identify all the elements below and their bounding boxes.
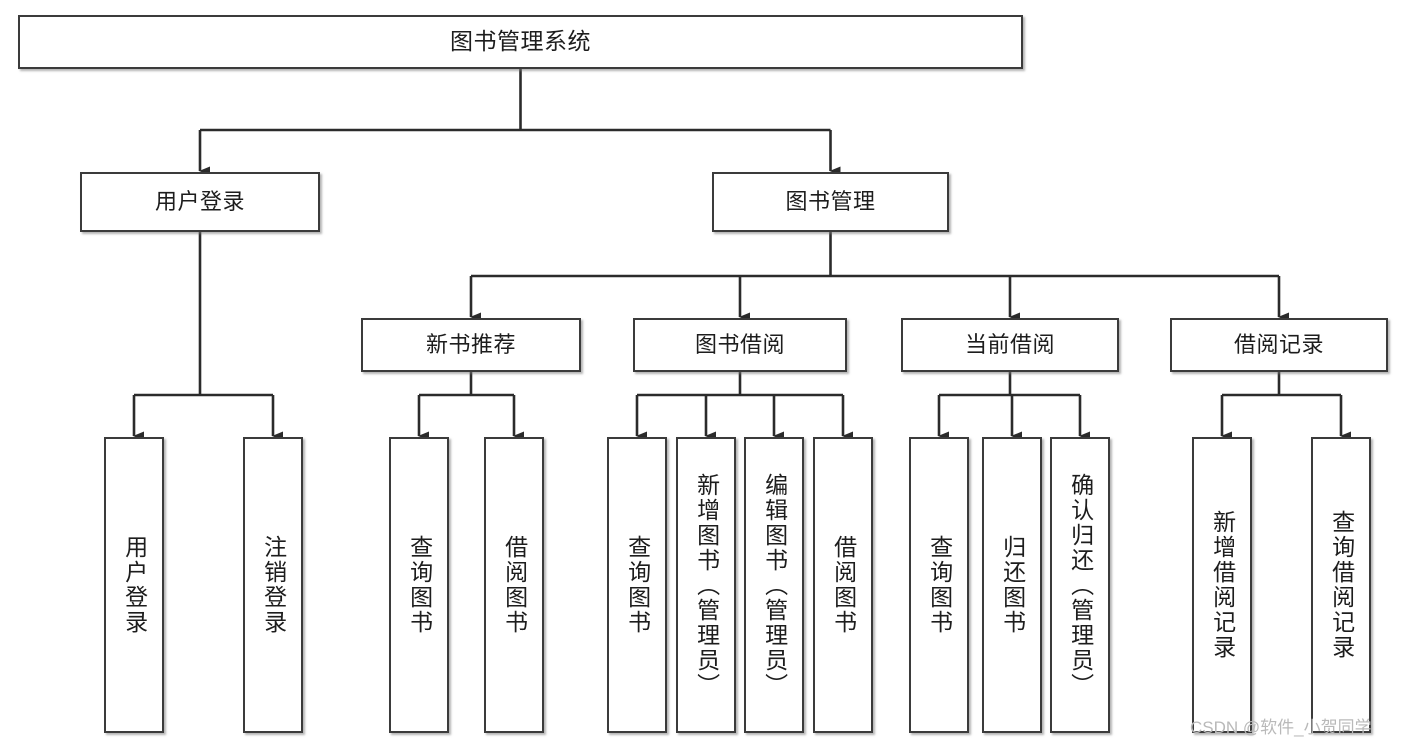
node-label: 借阅记录	[1233, 332, 1324, 358]
csdn-watermark: CSDN @软件_小贺同学	[1190, 718, 1372, 737]
node-leaf-query-record[interactable]: 查询借阅记录	[1311, 437, 1371, 733]
node-label: 当前借阅	[964, 332, 1055, 358]
node-new-book-recommend[interactable]: 新书推荐	[361, 318, 581, 372]
node-label: 借阅图书	[501, 535, 528, 635]
node-leaf-borrow-book-1[interactable]: 借阅图书	[484, 437, 544, 733]
node-label: 查询图书	[624, 535, 651, 635]
node-label: 查询借阅记录	[1328, 510, 1355, 660]
node-leaf-edit-book[interactable]: 编辑图书（管理员）	[744, 437, 804, 733]
node-label: 用户登录	[154, 189, 245, 215]
node-label: 确认归还（管理员）	[1067, 472, 1094, 698]
node-label: 新书推荐	[425, 332, 516, 358]
node-label: 借阅图书	[830, 535, 857, 635]
node-label: 查询图书	[926, 535, 953, 635]
node-leaf-borrow-book-2[interactable]: 借阅图书	[813, 437, 873, 733]
node-leaf-query-book-3[interactable]: 查询图书	[909, 437, 969, 733]
node-label: 新增图书（管理员）	[693, 472, 720, 698]
node-book-borrow[interactable]: 图书借阅	[633, 318, 847, 372]
node-leaf-confirm-return[interactable]: 确认归还（管理员）	[1050, 437, 1110, 733]
node-leaf-add-record[interactable]: 新增借阅记录	[1192, 437, 1252, 733]
node-leaf-user-login[interactable]: 用户登录	[104, 437, 164, 733]
node-leaf-query-book-2[interactable]: 查询图书	[607, 437, 667, 733]
node-label: 编辑图书（管理员）	[761, 472, 788, 698]
node-label: 归还图书	[999, 535, 1026, 635]
node-label: 注销登录	[260, 535, 287, 635]
node-label: 用户登录	[121, 535, 148, 635]
node-label: 图书管理	[785, 189, 876, 215]
node-label: 新增借阅记录	[1209, 510, 1236, 660]
node-current-borrow[interactable]: 当前借阅	[901, 318, 1119, 372]
node-label: 图书管理系统	[450, 28, 591, 55]
node-leaf-add-book[interactable]: 新增图书（管理员）	[676, 437, 736, 733]
node-root[interactable]: 图书管理系统	[18, 15, 1023, 69]
node-user-login[interactable]: 用户登录	[80, 172, 320, 232]
node-leaf-query-book-1[interactable]: 查询图书	[389, 437, 449, 733]
node-borrow-records[interactable]: 借阅记录	[1170, 318, 1388, 372]
node-leaf-user-logout[interactable]: 注销登录	[243, 437, 303, 733]
node-label: 查询图书	[406, 535, 433, 635]
node-leaf-return-book[interactable]: 归还图书	[982, 437, 1042, 733]
node-book-management[interactable]: 图书管理	[712, 172, 949, 232]
node-label: 图书借阅	[694, 332, 785, 358]
